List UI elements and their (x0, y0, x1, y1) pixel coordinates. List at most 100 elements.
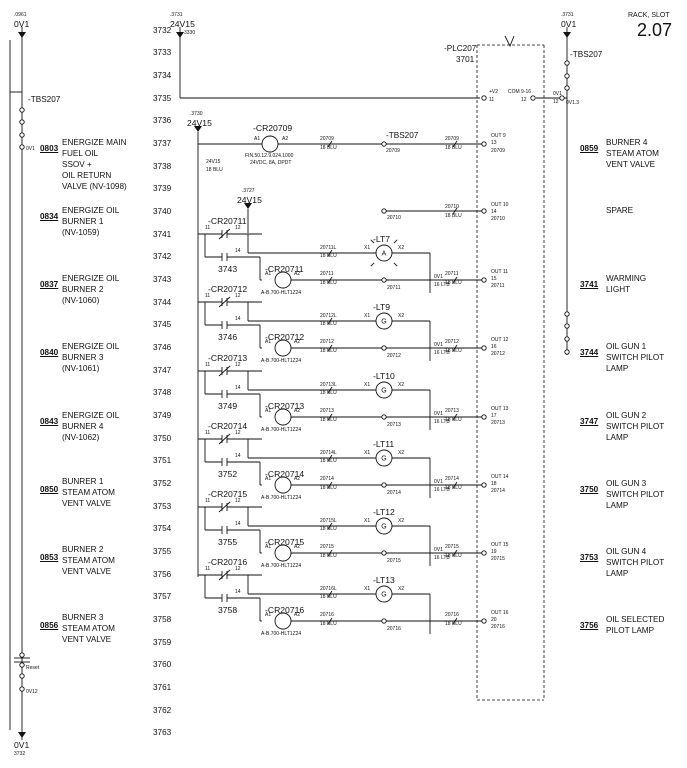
line-number: 3759 (153, 637, 172, 647)
line-number: 3734 (153, 70, 172, 80)
coil-below-num: 20711 (387, 285, 401, 291)
left-reset-label: Reset (26, 665, 40, 671)
contact-label: -CR20715 (208, 489, 248, 499)
left-rail-bottom-label: 0V1 (14, 740, 30, 750)
coil-label: -CR20712 (265, 332, 305, 342)
plc-out-label: OUT 13 (491, 406, 509, 412)
desc-text: ENERGIZE MAIN FUEL OIL SSOV + OIL RETURN… (62, 138, 127, 191)
left-rail-top-ref: .0961 (14, 12, 27, 18)
right-tb-terminal-sub: 0V1.3 (566, 100, 580, 106)
contact-pin: 11 (205, 293, 211, 299)
desc-ref: 3750 (580, 485, 599, 494)
lamp-0v: 0V1 (434, 342, 443, 348)
lamp-ray (370, 239, 375, 244)
lamp-letter: G (381, 456, 386, 463)
line-number: 3744 (153, 297, 172, 307)
wire-tick (327, 481, 333, 489)
left-tb-terminal (19, 119, 25, 125)
lamp-wire-spec: 18 BLU (320, 390, 337, 396)
coil-a2: A2 (294, 271, 301, 277)
lamp-0v-spec: 16 LTB (434, 487, 450, 493)
coil-spec: A-B.700-HLT1Z24 (261, 631, 302, 637)
plc-v-terminal (481, 95, 487, 101)
bus3-label: 24V15 (237, 195, 262, 205)
contact-pin: 11 (205, 430, 211, 436)
wire-tick (452, 344, 458, 352)
contact-line-ref: 3755 (218, 537, 238, 547)
line-number: 3750 (153, 433, 172, 443)
line-number: 3743 (153, 274, 172, 284)
contact-pin: 14 (235, 385, 241, 391)
contact-pin: 12 (235, 362, 241, 368)
lamp-letter: G (381, 592, 386, 599)
line-number: 3757 (153, 592, 172, 602)
plc-out-pin: 15 (491, 276, 497, 282)
left-tb-terminal (19, 652, 25, 658)
spare-out-lbl: OUT 10 (491, 202, 509, 208)
contact-pin: 11 (205, 225, 211, 231)
contact-pin: 14 (235, 521, 241, 527)
left-rail-bottom-arrow (18, 732, 26, 738)
lamp-wire-num: 20712L (320, 313, 337, 319)
lamp-label: -LT12 (373, 507, 395, 517)
wire-tick (452, 140, 458, 148)
contact-pin: 12 (235, 293, 241, 299)
coil-a1: A1 (265, 271, 272, 277)
desc-ref: 0853 (40, 553, 59, 562)
desc-ref: 3744 (580, 348, 599, 357)
lamp-ray (370, 262, 375, 267)
top-bus-label: 24V15 (170, 19, 195, 29)
coil-wire-num: 20712 (320, 339, 334, 345)
plc-v-pin: 11 (489, 97, 495, 103)
coil-wire-spec: 18 BLU (320, 280, 337, 286)
contact-nc-slash (218, 569, 231, 581)
coil-symbol (274, 544, 292, 562)
plc-v-label: +V2 (489, 89, 499, 95)
plc-out-pin: 20 (491, 617, 497, 623)
lamp-label: -LT10 (373, 371, 395, 381)
left-rail-top-arrow (18, 32, 26, 38)
coil-node (381, 482, 387, 488)
top-bus-ref: .3731 (170, 12, 183, 18)
lamp-0v-spec: 16 LTB (434, 282, 450, 288)
lamp-wire-spec: 18 BLU (320, 321, 337, 327)
line-number: 3758 (153, 614, 172, 624)
lamp-label: -LT9 (373, 302, 391, 312)
main-coil-spec1: FIN.50.12.9.024.1000 (245, 153, 294, 159)
contact-nc-slash (218, 433, 231, 445)
wire-tick (452, 276, 458, 284)
contact-line-ref: 3746 (218, 332, 238, 342)
desc-text: ENERGIZE OIL BURNER 1 (NV-1059) (62, 206, 120, 237)
right-tb-terminal (564, 311, 570, 317)
left-rail-top-label: 0V1 (14, 19, 30, 29)
lamp-x2: X2 (398, 586, 405, 592)
lamp-x2: X2 (398, 450, 405, 456)
desc-text: BURNER 2 STEAM ATOM VENT VALVE (62, 545, 115, 576)
coil-below-num: 20713 (387, 422, 401, 428)
tb-terminal (381, 141, 387, 147)
coil-wire-spec: 18 BLU (320, 485, 337, 491)
coil-a2: A2 (294, 612, 301, 618)
coil-below-num: 20712 (387, 353, 401, 359)
contact-line-ref: 3752 (218, 469, 238, 479)
lamp-x1: X1 (364, 382, 371, 388)
main-coil-out-num: 20709 (491, 148, 505, 154)
left-tb-terminal (19, 686, 25, 692)
line-number: 3760 (153, 660, 172, 670)
contact-label: -CR20716 (208, 557, 248, 567)
lamp-label: -LT13 (373, 575, 395, 585)
coil-out-wire-spec: 18 BLU (445, 553, 462, 559)
coil-label: -CR20714 (265, 469, 305, 479)
contact-label: -CR20714 (208, 421, 248, 431)
wire-tick (327, 317, 333, 325)
coil-a1: A1 (265, 544, 272, 550)
lamp-x1: X1 (364, 450, 371, 456)
contact-pin: 14 (235, 453, 241, 459)
plc-label: -PLC207 (444, 44, 477, 53)
main-coil-a1: A1 (254, 136, 261, 142)
right-rail-ref: .3731 (561, 12, 574, 18)
lamp-label: -LT11 (373, 439, 395, 449)
desc-ref: 0837 (40, 280, 59, 289)
coil-symbol (274, 408, 292, 426)
desc-ref: 0859 (580, 144, 599, 153)
